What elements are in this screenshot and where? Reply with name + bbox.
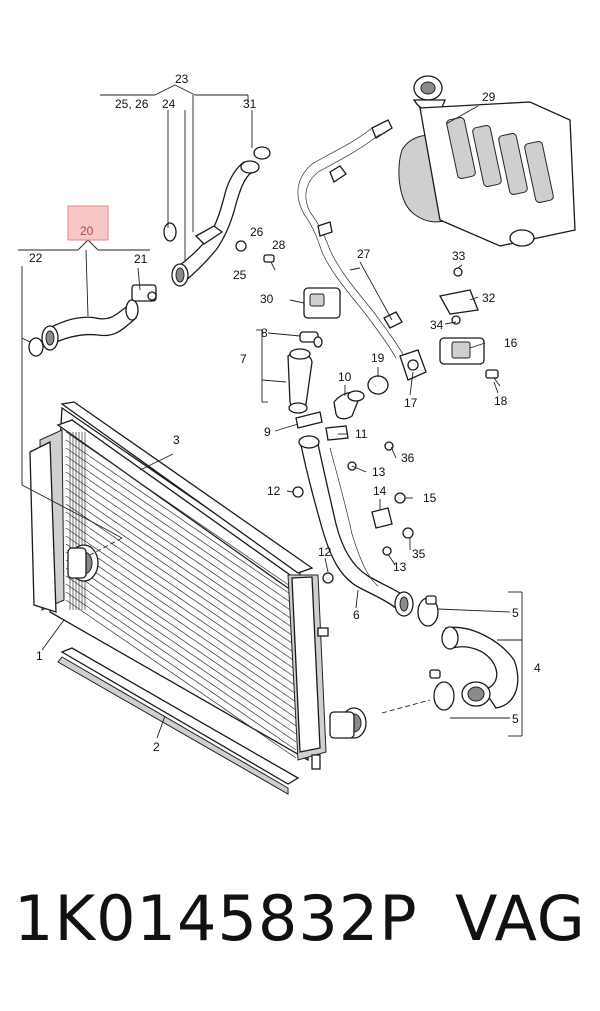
core-fin-line [65,583,297,743]
core-fin-line [65,559,297,719]
callout-12a: 12 [267,484,281,498]
callout-11: 11 [355,427,368,441]
core-fin-line [65,495,297,655]
core-fin-line [65,543,297,703]
callout-5b: 5 [512,712,519,726]
callouts: 23 25, 26 24 31 29 20 26 28 25 22 21 27 … [29,72,541,754]
callout-9: 9 [264,425,271,439]
charge-air-hose-left [28,284,157,357]
callout-31: 31 [243,97,257,111]
callout-19: 19 [371,351,385,365]
callout-24: 24 [162,97,176,111]
callout-26: 26 [250,225,264,239]
callout-27: 27 [357,247,371,261]
callout-21: 21 [134,252,148,266]
parts-diagram: 23 25, 26 24 31 29 20 26 28 25 22 21 27 … [18,72,576,795]
callout-18: 18 [494,394,508,408]
core-fin-line [65,599,297,759]
core-fin-line [65,447,297,607]
callout-3: 3 [173,433,180,447]
core-fin-line [65,535,297,695]
core-fin-line [65,479,297,639]
callout-7: 7 [240,352,247,366]
callout-22: 22 [29,251,43,265]
callout-14: 14 [373,484,387,498]
callout-29: 29 [482,90,496,104]
core-fin-line [65,511,297,671]
callout-2: 2 [153,740,160,754]
callout-23: 23 [175,72,189,86]
core-fin-line [65,591,297,751]
manifold-port [524,141,554,203]
air-guide-strip [57,647,300,795]
callout-15: 15 [423,491,437,505]
core-fin-line [65,471,297,631]
callout-1: 1 [36,649,43,663]
charge-air-pipe-upper [163,146,276,287]
callout-30: 30 [260,292,274,306]
callout-4: 4 [534,661,541,675]
highlight-box [67,205,109,241]
callout-17: 17 [404,396,418,410]
callout-12b: 12 [318,545,332,559]
coolant-pipe [297,119,405,359]
part-number: 1K0145832P [14,882,418,955]
callout-6: 6 [353,608,360,622]
charge-air-hose-right [417,595,519,711]
brand-label: VAG [455,882,586,955]
core-fin-line [65,575,297,735]
callout-32: 32 [482,291,496,305]
core-fin-line [65,463,297,623]
leader-lines [18,84,523,739]
callout-16: 16 [504,336,518,350]
sensor-group [371,441,414,556]
callout-28: 28 [272,238,286,252]
callout-34: 34 [430,318,444,332]
callout-10: 10 [338,370,352,384]
core-fin-line [65,519,297,679]
coolant-flange-group [303,267,501,395]
callout-13b: 13 [393,560,407,574]
callout-5a: 5 [512,606,519,620]
core-fin-line [65,567,297,727]
manifold-port [472,125,502,187]
core-fin-line [65,439,297,599]
manifold-port [498,133,528,195]
core-fin-line [65,455,297,615]
core-fin-line [65,431,297,591]
callout-25: 25 [233,268,247,282]
core-fin-line [65,551,297,711]
core-fin-line [65,503,297,663]
intercooler [29,401,367,770]
core-fin-line [65,487,297,647]
callout-20: 20 [80,224,94,238]
callout-13a: 13 [372,465,386,479]
core-fin-line [65,527,297,687]
callout-35: 35 [412,547,426,561]
turbocharger [398,75,576,247]
charge-air-pipe-lower [292,435,414,617]
coolant-hose-group [287,331,365,441]
callout-33: 33 [452,249,466,263]
callout-36: 36 [401,451,415,465]
callout-25-26: 25, 26 [115,97,149,111]
callout-8: 8 [261,326,268,340]
